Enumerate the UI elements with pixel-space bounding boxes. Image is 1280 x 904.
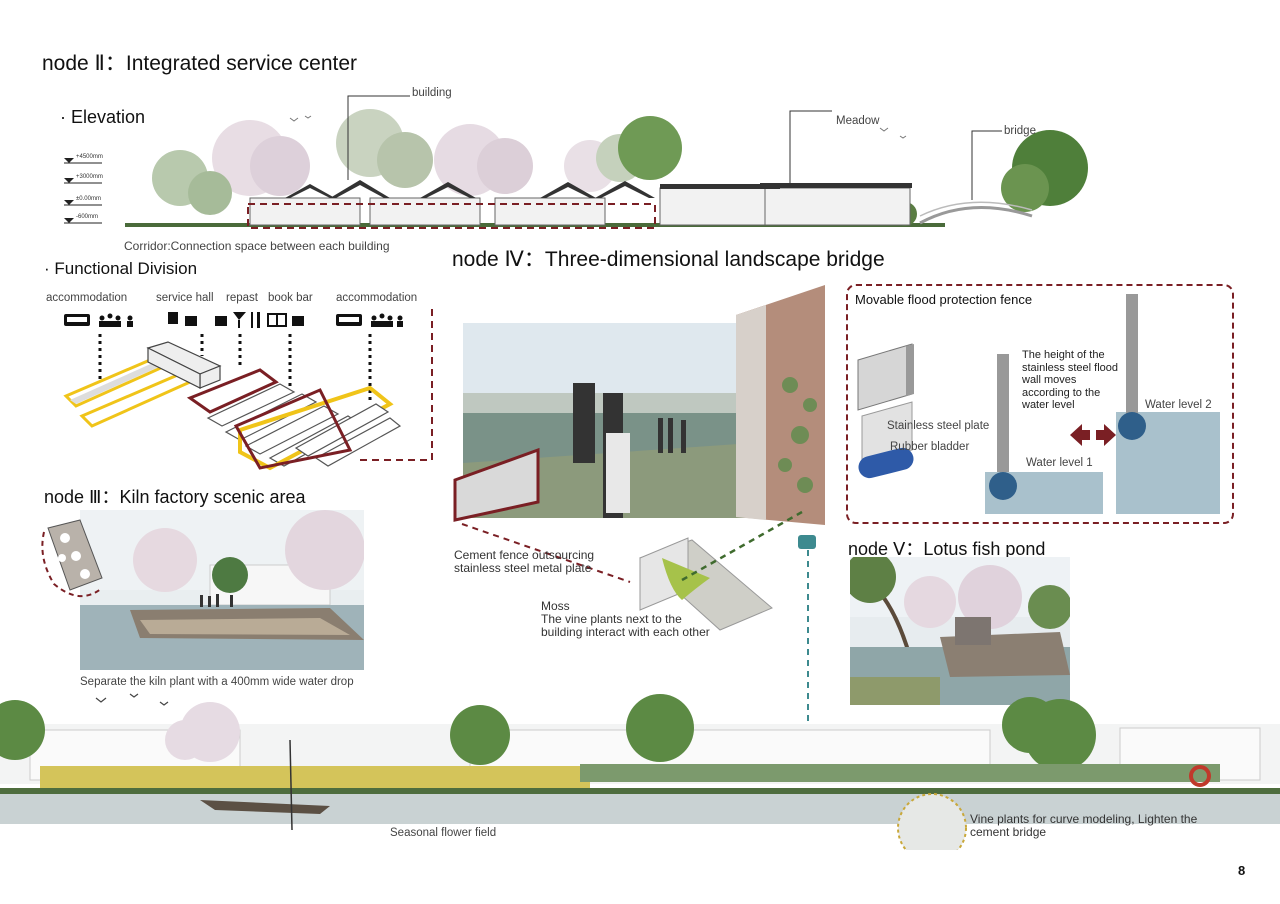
corridor-caption: Corridor:Connection space between each b… — [124, 239, 390, 253]
callout-bridge: bridge — [1004, 125, 1036, 137]
title-node-4: node Ⅳ：Three-dimensional landscape bridg… — [452, 248, 885, 271]
flood-diagram — [857, 294, 1220, 514]
level-markers: +4500mm +3000mm ±0.00mm -600mm — [62, 152, 122, 226]
func-label-accommodation-1: accommodation — [46, 292, 128, 304]
label-rubber-bladder: Rubber bladder — [890, 441, 970, 453]
func-label-book-bar: book bar — [268, 292, 313, 304]
kiln-render — [80, 510, 364, 670]
kiln-plan-icon — [41, 519, 103, 597]
note-cement-fence: Cement fence outsourcing stainless steel… — [454, 548, 595, 575]
blossom-trees — [152, 109, 1088, 226]
lotus-pond-render — [850, 557, 1070, 705]
brick-wall — [736, 285, 825, 525]
bottom-elevation — [0, 693, 1280, 850]
elevation-heading: · Elevation — [60, 107, 146, 127]
title-node-3: node Ⅲ：Kiln factory scenic area — [44, 487, 306, 507]
level-marker-icons — [64, 158, 102, 224]
flood-panel — [846, 284, 1234, 524]
level-label: +3000mm — [76, 174, 103, 180]
label-water-level-1: Water level 1 — [1026, 457, 1093, 469]
level-label: +4500mm — [76, 154, 103, 160]
func-label-accommodation-2: accommodation — [336, 292, 418, 304]
callout-building: building — [412, 87, 452, 99]
level-label: -600mm — [76, 214, 99, 220]
bottom-flower-caption: Seasonal flower field — [390, 827, 497, 839]
title-node-5: node Ⅴ：Lotus fish pond — [848, 539, 1046, 559]
title-node-2: node Ⅱ：Integrated service center — [42, 52, 358, 75]
callout-meadow: Meadow — [836, 115, 880, 127]
functional-heading: · Functional Division — [44, 259, 198, 278]
level-label: ±0.00mm — [76, 196, 101, 202]
bridge-annotations — [453, 447, 803, 631]
func-label-service-hall: service hall — [156, 292, 214, 304]
camera-icon — [798, 535, 816, 549]
label-water-level-2: Water level 2 — [1145, 399, 1212, 411]
label-steel-plate: Stainless steel plate — [887, 420, 990, 432]
note-moss: Moss — [541, 599, 570, 613]
functional-diagram — [63, 308, 433, 471]
note-vine: The vine plants next to the building int… — [541, 612, 710, 639]
function-icons — [64, 312, 403, 328]
kiln-caption: Separate the kiln plant with a 400mm wid… — [80, 676, 354, 688]
elevation-drawing — [125, 95, 1088, 229]
flood-description: The height of the stainless steel flood … — [1022, 349, 1118, 411]
flood-title: Movable flood protection fence — [855, 292, 1033, 307]
page-number: 8 — [1238, 863, 1246, 878]
func-label-repast: repast — [226, 292, 258, 304]
bottom-vine-caption: Vine plants for curve modeling, Lighten … — [970, 812, 1198, 839]
